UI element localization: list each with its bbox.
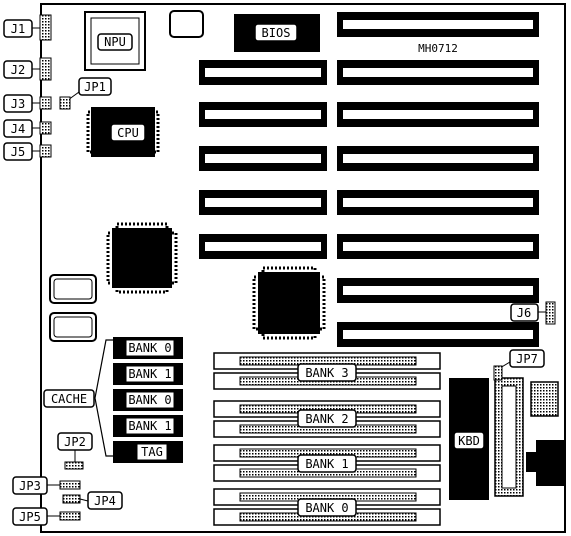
- jp5-label: JP5: [19, 510, 41, 524]
- cache-bank-row: BANK 0: [113, 389, 183, 411]
- cache-bank-label: BANK 1: [128, 419, 171, 433]
- crystal-2: [49, 312, 97, 342]
- jumper-j5: J5: [3, 142, 52, 161]
- battery: [530, 381, 559, 417]
- memory-bank-label: BANK 1: [305, 457, 348, 471]
- memory-bank-label: BANK 0: [305, 501, 348, 515]
- cache-bank-label: BANK 0: [128, 393, 171, 407]
- chipset-center: [252, 266, 326, 340]
- jumper-j2: J2: [3, 57, 52, 81]
- oscillator-chip: [169, 10, 204, 38]
- memory-bank-label: BANK 2: [305, 412, 348, 426]
- cache-label: CACHE: [51, 392, 87, 406]
- jumper-jp4: JP4: [62, 491, 123, 510]
- cache-bank-label: BANK 0: [128, 341, 171, 355]
- keyboard-controller: KBD: [449, 378, 489, 500]
- cpu-label: CPU: [117, 126, 139, 140]
- j5-label: J5: [11, 145, 25, 159]
- jumper-jp1: JP1: [59, 77, 112, 110]
- jumper-jp3: JP3: [12, 476, 81, 495]
- tag-chip: TAG: [113, 441, 183, 463]
- bios-chip: BIOS: [234, 14, 320, 52]
- jumper-j4: J4: [3, 119, 52, 138]
- jumper-jp5: JP5: [12, 507, 81, 526]
- j6-label: J6: [517, 306, 531, 320]
- board-model-label: MH0712: [418, 42, 458, 55]
- cache-bank-row: BANK 1: [113, 415, 183, 437]
- cache-bank-label: BANK 1: [128, 367, 171, 381]
- j2-label: J2: [11, 63, 25, 77]
- cache-group: CACHE BANK 0 BANK 1 BANK 0 BANK 1 TAG: [43, 337, 183, 463]
- jp2-label: JP2: [64, 435, 86, 449]
- crystal-1: [49, 274, 97, 304]
- memory-bank-label: BANK 3: [305, 366, 348, 380]
- jumper-j6: J6: [510, 301, 556, 325]
- j4-label: J4: [11, 122, 25, 136]
- jp3-label: JP3: [19, 479, 41, 493]
- jumper-j3: J3: [3, 94, 52, 113]
- npu-socket: NPU: [84, 11, 146, 71]
- keyboard-connector: [526, 440, 566, 486]
- memory-bank-label-group: BANK 3 BANK 2 BANK 1 BANK 0: [297, 363, 357, 517]
- cache-bank-row: BANK 0: [113, 337, 183, 359]
- jumper-j1: J1: [3, 14, 52, 41]
- tag-label: TAG: [141, 445, 163, 459]
- jp7-label: JP7: [516, 352, 538, 366]
- j1-label: J1: [11, 22, 25, 36]
- npu-label: NPU: [104, 35, 126, 49]
- jumper-jp2: JP2: [57, 432, 93, 470]
- npu-label-box: [97, 33, 133, 51]
- cache-bank-row: BANK 1: [113, 363, 183, 385]
- jp1-label: JP1: [84, 80, 106, 94]
- expansion-slots: [199, 12, 539, 347]
- bios-label: BIOS: [262, 26, 291, 40]
- j3-label: J3: [11, 97, 25, 111]
- jumper-jp7: JP7: [493, 349, 545, 381]
- cpu-chip: CPU: [86, 107, 160, 157]
- kbd-label: KBD: [458, 434, 480, 448]
- chipset-left: [106, 222, 178, 294]
- jp4-label: JP4: [94, 494, 116, 508]
